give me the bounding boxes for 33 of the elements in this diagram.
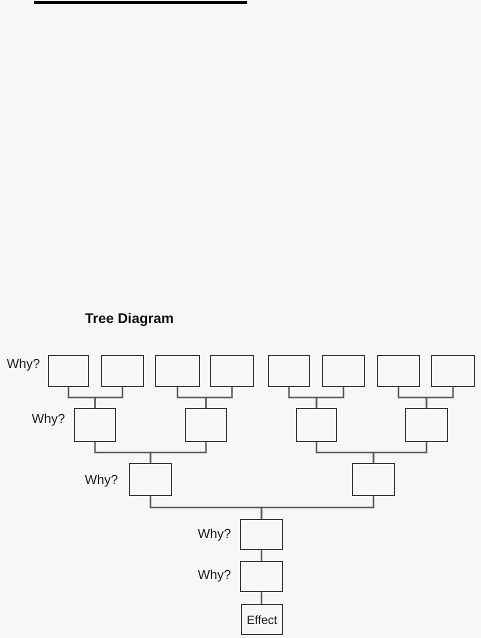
empty-box — [377, 355, 420, 387]
empty-box — [322, 355, 365, 387]
empty-box — [268, 355, 310, 387]
empty-box — [101, 355, 144, 387]
empty-box — [48, 355, 89, 387]
why-label: Why? — [198, 526, 231, 541]
empty-box — [352, 463, 395, 496]
diagram-title: Tree Diagram — [85, 310, 174, 327]
empty-box — [129, 463, 172, 496]
empty-box — [431, 355, 475, 387]
empty-box — [240, 519, 283, 550]
empty-box — [296, 408, 337, 442]
connector-line — [260, 496, 374, 519]
connector-line — [94, 387, 124, 408]
connector-line — [426, 387, 454, 408]
effect-box — [241, 604, 283, 635]
why-label: Why? — [84, 472, 118, 487]
connector-line — [205, 387, 233, 408]
why-label: Why? — [32, 411, 65, 426]
box-label: Effect — [246, 612, 278, 626]
empty-box — [240, 561, 283, 592]
connector-line — [372, 442, 428, 463]
empty-box — [405, 408, 448, 442]
empty-box — [155, 355, 200, 387]
connector-line — [150, 442, 207, 463]
connector-line — [260, 550, 262, 561]
empty-box — [185, 408, 227, 442]
connector-line — [316, 387, 344, 408]
empty-box — [210, 355, 254, 387]
why-label: Why? — [198, 567, 231, 582]
empty-box — [74, 408, 116, 442]
connector-line — [260, 592, 262, 604]
why-label: Why? — [6, 356, 40, 371]
